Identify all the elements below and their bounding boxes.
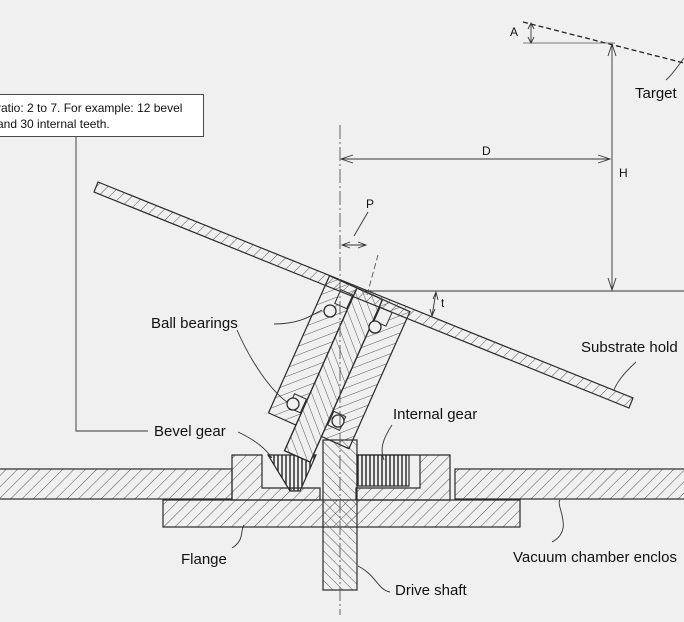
vacuum-chamber-label: Vacuum chamber enclos xyxy=(513,549,677,566)
flange-label: Flange xyxy=(181,551,227,568)
leader-lines xyxy=(75,57,684,593)
bevel-gear-label: Bevel gear xyxy=(154,423,226,440)
target-label: Target xyxy=(635,85,677,102)
drive-shaft-label: Drive shaft xyxy=(395,582,467,599)
dimension-t xyxy=(429,290,439,318)
ball-bearings-label: Ball bearings xyxy=(151,315,238,332)
substrate-holder-label: Substrate hold xyxy=(581,339,678,356)
ball-bearings xyxy=(286,304,382,428)
dim-h-label: H xyxy=(619,166,628,180)
substrate-holder xyxy=(93,181,634,409)
dimension-p xyxy=(340,211,369,249)
dim-d-label: D xyxy=(482,144,491,158)
bearing-housing xyxy=(267,275,411,463)
dim-p-label: P xyxy=(366,197,375,211)
target-line xyxy=(522,21,684,64)
internal-gear-label: Internal gear xyxy=(393,406,478,423)
dim-a-label: A xyxy=(510,25,519,39)
note-line-2: and 30 internal teeth. xyxy=(0,117,110,131)
dimension-d xyxy=(339,154,612,164)
vacuum-chamber-wall xyxy=(0,468,684,500)
dimension-a xyxy=(527,21,535,45)
internal-gear xyxy=(356,454,410,487)
note-line-1: ratio: 2 to 7. For example: 12 bevel xyxy=(0,101,183,115)
dimension-h xyxy=(365,42,684,292)
dim-t-label: t xyxy=(441,296,445,310)
gear-ratio-note: ratio: 2 to 7. For example: 12 bevel and… xyxy=(0,94,204,137)
